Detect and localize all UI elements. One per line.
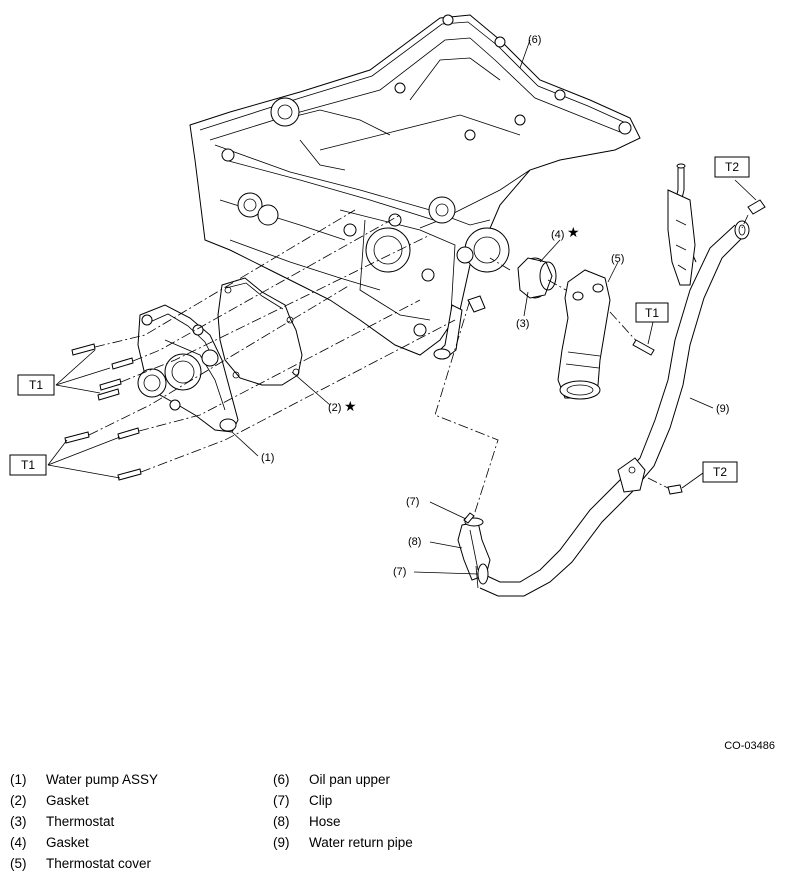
legend-name: Oil pan upper bbox=[309, 772, 391, 787]
legend-number: (3) bbox=[10, 814, 27, 829]
callout-7-upper: (7) bbox=[406, 496, 419, 508]
torque-label-t1-left-lower: T1 bbox=[9, 454, 47, 476]
hose-routing-line bbox=[434, 299, 499, 513]
callout-2: (2) bbox=[328, 402, 341, 414]
callout-8: (8) bbox=[408, 536, 421, 548]
svg-text:T1: T1 bbox=[645, 306, 659, 320]
oil-pan-upper bbox=[189, 14, 641, 360]
svg-text:T1: T1 bbox=[21, 458, 35, 472]
svg-text:T2: T2 bbox=[725, 160, 739, 174]
torque-label-t1-left-upper: T1 bbox=[17, 374, 55, 396]
torque-label-t1-right: T1 bbox=[635, 302, 669, 323]
legend-name: Clip bbox=[309, 793, 333, 808]
callout-7-lower: (7) bbox=[393, 566, 406, 578]
legend-number: (6) bbox=[273, 772, 290, 787]
water-pump-bolts bbox=[64, 343, 142, 481]
water-return-pipe-bolts bbox=[667, 199, 766, 495]
legend-name: Gasket bbox=[46, 835, 89, 850]
legend-name: Water pump ASSY bbox=[46, 772, 159, 787]
torque-label-t2-right: T2 bbox=[702, 461, 738, 483]
callout-1: (1) bbox=[261, 452, 274, 464]
clips bbox=[463, 512, 489, 589]
svg-text:T1: T1 bbox=[29, 378, 43, 392]
callout-2-star: ★ bbox=[344, 398, 357, 414]
callout-5: (5) bbox=[611, 253, 624, 265]
callout-6: (6) bbox=[528, 34, 541, 46]
legend-number: (8) bbox=[273, 814, 290, 829]
callout-4: (4) bbox=[551, 229, 564, 241]
legend-name: Water return pipe bbox=[309, 835, 413, 850]
legend-name: Thermostat bbox=[46, 814, 115, 829]
callout-3: (3) bbox=[516, 318, 529, 330]
alignment-lines-left bbox=[88, 209, 511, 473]
legend-number: (4) bbox=[10, 835, 27, 850]
water-pump-assy bbox=[137, 304, 239, 433]
legend-name: Gasket bbox=[46, 793, 89, 808]
torque-label-t2-top: T2 bbox=[714, 156, 750, 178]
legend-number: (9) bbox=[273, 835, 290, 850]
thermostat-cover bbox=[547, 269, 641, 400]
legend-name: Thermostat cover bbox=[46, 856, 152, 871]
leader-lines bbox=[47, 39, 757, 575]
exploded-view-diagram: T1 T1 T1 T2 T2 (1) (2) ★ (3) (4) ★ (5) (… bbox=[9, 14, 766, 597]
legend-number: (1) bbox=[10, 772, 27, 787]
legend-number: (5) bbox=[10, 856, 27, 871]
callout-4-star: ★ bbox=[567, 224, 580, 240]
thermostat-cover-bolt bbox=[632, 339, 655, 356]
thermostat-gasket bbox=[539, 261, 557, 291]
water-return-pipe bbox=[479, 163, 750, 597]
callout-9: (9) bbox=[716, 403, 729, 415]
svg-text:T2: T2 bbox=[713, 465, 727, 479]
water-pump-gasket bbox=[217, 277, 303, 386]
legend-name: Hose bbox=[309, 814, 341, 829]
thermostat bbox=[517, 257, 553, 299]
legend-number: (2) bbox=[10, 793, 27, 808]
figure-code: CO-03486 bbox=[724, 740, 775, 752]
legend-number: (7) bbox=[273, 793, 290, 808]
